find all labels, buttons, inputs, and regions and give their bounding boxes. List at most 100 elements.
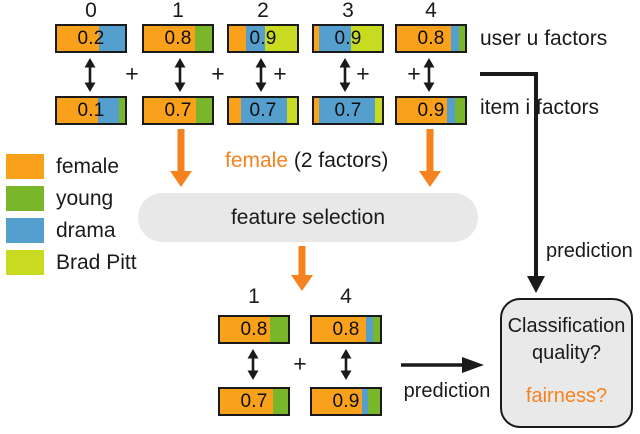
plus-sign: +	[293, 350, 307, 377]
factor-segment-young	[195, 98, 212, 123]
factor-segment-female	[229, 98, 242, 123]
factor-segment-young	[454, 98, 465, 123]
factor-segment-young	[372, 317, 380, 342]
selected-user-bar-4: 0.8	[310, 315, 382, 344]
exchange-arrow-col2	[255, 58, 267, 92]
exchange-arrow-sel1	[247, 349, 259, 380]
legend-label: female	[56, 154, 120, 178]
item-factor-bar-3: 0.7	[312, 96, 384, 125]
factor-value: 0.1	[77, 99, 105, 121]
plus-sign: +	[407, 60, 421, 87]
plus-sign: +	[125, 60, 139, 87]
factor-value: 0.2	[77, 27, 105, 49]
selected-item-bar-4: 0.9	[310, 387, 382, 416]
exchange-arrow-col4	[423, 58, 435, 92]
factor-segment-female	[312, 317, 366, 342]
factor-segment-female	[57, 98, 98, 123]
factor-value: 0.9	[417, 99, 445, 121]
factor-segment-female	[220, 317, 271, 342]
prediction-label-bottom: prediction	[403, 380, 491, 402]
factor-segment-female	[397, 26, 452, 51]
factor-segment-drama	[99, 26, 125, 51]
column-number-3: 3	[342, 0, 354, 22]
selected-user-bar-1: 0.8	[218, 315, 290, 344]
legend-item-female: female	[6, 154, 119, 179]
legend-swatch-female	[6, 154, 44, 179]
column-number-1: 1	[172, 0, 184, 22]
factor-segment-young	[118, 98, 125, 123]
result-line-fairness: fairness?	[525, 385, 608, 407]
factor-segment-drama	[447, 98, 455, 123]
factor-segment-young	[273, 389, 288, 414]
legend-label: Brad Pitt	[56, 250, 137, 274]
plus-sign: +	[211, 60, 225, 87]
factor-segment-young	[270, 317, 288, 342]
factor-value: 0.9	[249, 27, 277, 49]
legend-swatch-drama	[6, 218, 44, 243]
column-number-2: 2	[257, 0, 269, 22]
item-row-label: item i factors	[480, 96, 600, 119]
factor-segment-young	[368, 389, 380, 414]
factor-segment-drama	[97, 98, 119, 123]
factor-segment-drama	[246, 26, 266, 51]
factor-segment-female	[229, 26, 246, 51]
user-factor-bar-2: 0.9	[227, 24, 299, 53]
legend-item-drama: drama	[6, 218, 116, 243]
plus-sign: +	[273, 60, 287, 87]
column-number-0: 0	[85, 0, 97, 22]
legend-label: young	[56, 186, 114, 210]
exchange-arrow-col0	[84, 58, 96, 92]
item-factor-bar-1: 0.7	[142, 96, 214, 125]
feature-selection-box: feature selection	[138, 193, 478, 242]
factor-value: 0.7	[164, 99, 192, 121]
selection-caption-highlight: female	[225, 149, 289, 172]
prediction-label-right: prediction	[546, 240, 633, 262]
factor-segment-drama	[451, 26, 459, 51]
exchange-arrow-col1	[174, 58, 186, 92]
factor-segment-female	[144, 98, 196, 123]
factor-segment-young	[458, 26, 465, 51]
factor-segment-drama	[362, 389, 369, 414]
legend-item-bradpitt: Brad Pitt	[6, 250, 137, 275]
user-factor-bar-1: 0.8	[142, 24, 214, 53]
selection-caption: female (2 factors)	[225, 149, 388, 173]
factor-segment-bradpitt	[265, 26, 297, 51]
factor-segment-female	[314, 26, 320, 51]
legend-item-young: young	[6, 186, 113, 211]
factor-segment-bradpitt	[374, 98, 382, 123]
factor-value: 0.7	[249, 99, 277, 121]
result-line-classification: Classification	[507, 315, 626, 337]
factor-value: 0.7	[334, 99, 362, 121]
factor-segment-bradpitt	[351, 26, 382, 51]
factor-segment-drama	[241, 98, 287, 123]
selection-output-arrow	[291, 246, 313, 291]
factor-segment-female	[397, 98, 448, 123]
factor-value: 0.9	[332, 390, 360, 412]
factor-value: 0.7	[240, 390, 268, 412]
factor-segment-bradpitt	[286, 98, 297, 123]
selection-arrow-col4	[419, 129, 441, 187]
selection-caption-rest: (2 factors)	[288, 149, 389, 172]
factor-value: 0.8	[417, 27, 445, 49]
legend-label: drama	[56, 218, 116, 242]
factor-segment-female	[220, 389, 274, 414]
result-box: Classification quality? fairness?	[500, 298, 633, 428]
selection-arrow-col1	[170, 129, 192, 187]
selected-column-number-1: 1	[248, 285, 260, 308]
item-factor-bar-4: 0.9	[395, 96, 467, 125]
feature-selection-label: feature selection	[230, 205, 386, 229]
factor-segment-young	[195, 26, 212, 51]
selected-item-bar-1: 0.7	[218, 387, 290, 416]
user-factor-bar-0: 0.2	[55, 24, 127, 53]
user-factor-bar-3: 0.9	[312, 24, 384, 53]
plus-sign: +	[356, 60, 370, 87]
factor-value: 0.8	[164, 27, 192, 49]
factor-value: 0.8	[332, 318, 360, 340]
exchange-arrow-col3	[339, 58, 351, 92]
prediction-right-arrow	[401, 357, 484, 373]
selected-column-number-4: 4	[340, 285, 352, 308]
factor-value: 0.8	[240, 318, 268, 340]
column-number-4: 4	[425, 0, 437, 22]
result-line-quality: quality?	[532, 342, 601, 364]
